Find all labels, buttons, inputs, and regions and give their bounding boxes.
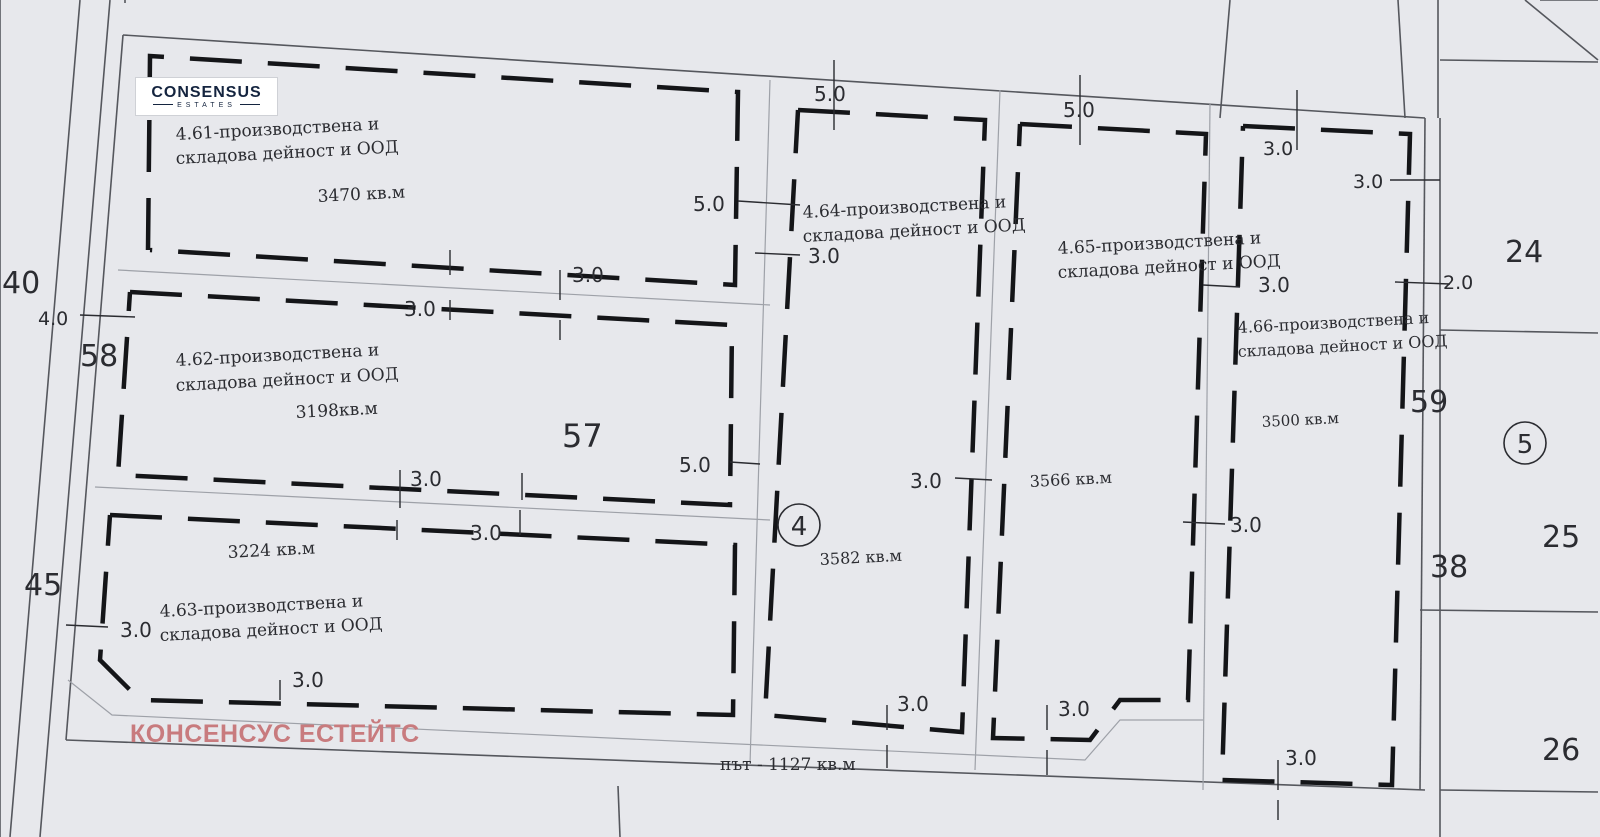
plot-466-area: 3500 кв.м [1261,409,1339,431]
watermark: КОНСЕНСУС ЕСТЕЙТС [130,720,420,748]
neighbour-line [1439,59,1599,63]
setback-label: 3.0 [1285,746,1317,770]
tick [65,624,109,628]
setback-label: 3.0 [404,297,436,321]
sheet-edge [1524,0,1599,61]
setback-label: 3.0 [1058,697,1090,721]
setback-label: 5.0 [693,192,725,216]
block-4-number: 4 [791,512,808,542]
setback-label: 5.0 [814,82,846,106]
plot-465-area: 3566 кв.м [1029,468,1112,491]
tick [954,477,993,481]
plot-466-subtitle: складова дейност и ООД [1237,331,1448,361]
setback-label: 3.0 [897,692,929,716]
parcel-25: 25 [1542,520,1580,555]
road-edge-west-outer [39,0,111,837]
block-4-circle [777,503,821,547]
logo-wordmark: CONSENSUS [151,83,262,101]
block-5-circle [1503,421,1547,465]
setback-label: 3.0 [1263,138,1293,160]
plot-463-area: 3224 кв.м [227,538,315,563]
setback-label: 5.0 [679,453,711,477]
tick [1394,281,1451,285]
parcel-45: 45 [24,568,62,603]
parcel-57: 57 [562,417,603,455]
road-edge-west [9,0,81,837]
road-outline [67,679,1203,761]
boundary-west [65,34,124,741]
neighbour-line [1397,0,1406,119]
divider-465-466 [1202,103,1211,791]
parcel-26: 26 [1542,733,1580,768]
envelope-464 [762,107,988,735]
parcel-40: 40 [2,266,40,301]
tick [79,314,136,318]
envelope-461 [145,53,741,288]
envelope-466 [1219,123,1413,788]
boundary-east [1419,117,1426,791]
consensus-estates-logo: CONSENSUS ESTATES [135,77,278,116]
setback-label: 3.0 [1353,171,1383,193]
logo-subtitle: ESTATES [149,101,264,110]
parcel-38: 38 [1430,550,1468,585]
boundary-north [122,34,1426,119]
setback-label: 3.0 [910,469,942,493]
setback-label: 3.0 [1258,273,1290,297]
setback-label: 3.0 [410,467,442,491]
neighbour-line [1439,329,1599,334]
setback-label: 3.0 [292,668,324,692]
divider-46x-464 [749,79,771,766]
neighbour-line [1419,609,1599,613]
divider-464-465 [974,89,1001,771]
envelope-462 [115,289,735,508]
setback-label: 4.0 [38,308,68,330]
neighbour-line [1439,789,1599,793]
divider-461-462 [117,269,771,306]
tick [737,200,801,206]
tick [1202,284,1241,288]
divider-462-463 [94,486,771,521]
setback-label: 3.0 [1230,513,1262,537]
tick [1182,521,1226,525]
setback-label: 5.0 [1063,98,1095,122]
setback-ticks [65,60,1451,820]
plot-461-area: 3470 кв.м [317,182,405,207]
boundary-south [65,739,1426,791]
neighbour-line [617,785,621,837]
parcel-58: 58 [80,339,118,374]
tick [729,461,761,465]
plot-464-area: 3582 кв.м [819,546,902,569]
road-label: път - 1127 кв.м [720,755,856,775]
envelope-465 [990,121,1209,743]
setback-label: 3.0 [120,618,152,642]
setback-label: 3.0 [470,521,502,545]
block-5-number: 5 [1517,430,1534,460]
parcel-59: 59 [1410,385,1448,420]
parcel-24: 24 [1505,235,1543,270]
tick [754,252,801,256]
envelope-463 [97,512,738,718]
setback-label: 3.0 [572,263,604,287]
setback-label: 2.0 [1443,272,1473,294]
setback-label: 3.0 [808,244,840,268]
neighbour-line [1219,0,1231,119]
plot-462-area: 3198кв.м [295,399,378,423]
